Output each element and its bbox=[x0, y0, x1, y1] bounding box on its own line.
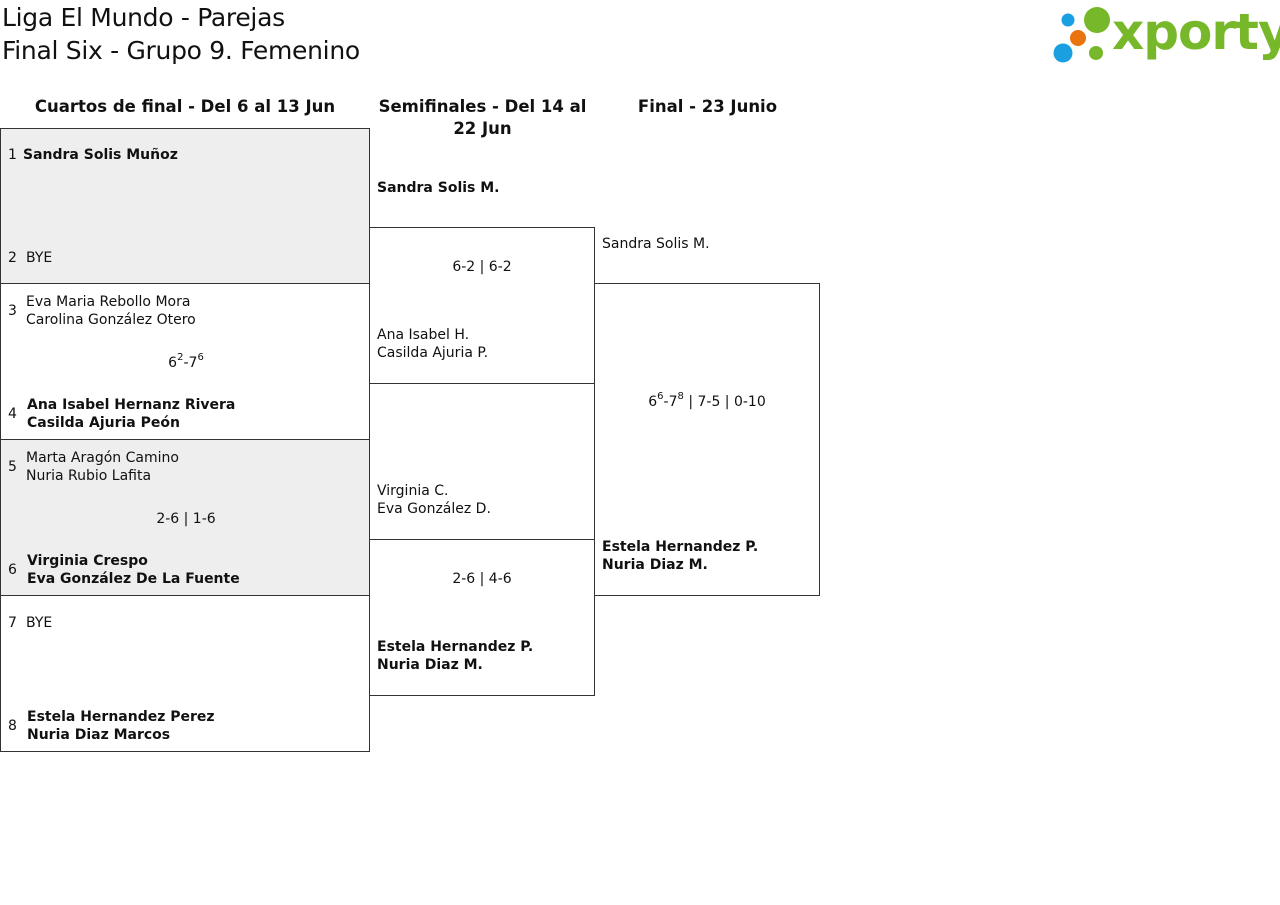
seed-number: 5 bbox=[8, 459, 17, 475]
quarterfinal-match-3: 5 Marta Aragón Camino Nuria Rubio Lafita… bbox=[0, 439, 370, 596]
final-match: 66-78 | 7-5 | 0-10 Estela Hernandez P. N… bbox=[594, 283, 820, 596]
round-heading-quarterfinals: Cuartos de final - Del 6 al 13 Jun bbox=[34, 97, 336, 116]
player-name[interactable]: Ana Isabel Hernanz Rivera bbox=[27, 397, 236, 413]
match-score: 2-6 | 1-6 bbox=[156, 511, 216, 527]
player-name[interactable]: Sandra Solis M. bbox=[377, 180, 500, 196]
player-name[interactable]: Nuria Diaz M. bbox=[602, 557, 708, 573]
player-name[interactable]: Carolina González Otero bbox=[26, 312, 196, 328]
player-name[interactable]: Nuria Diaz M. bbox=[377, 657, 483, 673]
quarterfinal-match-2: 3 Eva Maria Rebollo Mora Carolina Gonzál… bbox=[0, 283, 370, 440]
seed-number: 3 bbox=[8, 303, 17, 319]
semifinal-match-2: 2-6 | 4-6 Estela Hernandez P. Nuria Diaz… bbox=[369, 539, 595, 696]
player-name[interactable]: Estela Hernandez P. bbox=[602, 539, 759, 555]
semifinal-match-1: 6-2 | 6-2 Ana Isabel H. Casilda Ajuria P… bbox=[369, 227, 595, 384]
quarterfinal-match-4: 7 BYE 8 Estela Hernandez Perez Nuria Dia… bbox=[0, 595, 370, 752]
player-name[interactable]: Nuria Rubio Lafita bbox=[26, 468, 152, 484]
seed-number: 2 bbox=[8, 250, 17, 266]
player-name[interactable]: Sandra Solis Muñoz bbox=[23, 147, 178, 163]
logo-wordmark: xporty bbox=[1112, 3, 1280, 61]
player-name[interactable]: Casilda Ajuria Peón bbox=[27, 415, 180, 431]
round-heading-semifinals: Semifinales - Del 14 al 22 Jun bbox=[378, 97, 587, 138]
page-title-line1: Liga El Mundo - Parejas bbox=[2, 3, 285, 32]
seed-number: 1 bbox=[8, 147, 17, 163]
player-name[interactable]: Estela Hernandez Perez bbox=[27, 709, 215, 725]
player-name[interactable]: Eva Maria Rebollo Mora bbox=[26, 294, 191, 310]
match-score: 66-78 | 7-5 | 0-10 bbox=[648, 391, 766, 410]
player-name[interactable]: Eva González D. bbox=[377, 501, 491, 517]
player-name[interactable]: Sandra Solis M. bbox=[602, 236, 710, 252]
player-name[interactable]: Estela Hernandez P. bbox=[377, 639, 534, 655]
quarterfinal-match-1: 1 Sandra Solis Muñoz 2 BYE bbox=[0, 128, 370, 284]
player-name: BYE bbox=[26, 615, 53, 631]
player-name[interactable]: Virginia Crespo bbox=[27, 553, 148, 569]
seed-number: 4 bbox=[8, 406, 17, 422]
player-name[interactable]: Ana Isabel H. bbox=[377, 327, 470, 343]
player-name[interactable]: Marta Aragón Camino bbox=[26, 450, 179, 466]
player-name[interactable]: Casilda Ajuria P. bbox=[377, 345, 489, 361]
logo-dots-icon bbox=[1053, 7, 1110, 63]
page-title-line2: Final Six - Grupo 9. Femenino bbox=[2, 36, 360, 65]
match-score: 6-2 | 6-2 bbox=[452, 259, 512, 275]
round-heading-final: Final - 23 Junio bbox=[637, 97, 778, 116]
xporty-logo: xporty bbox=[1050, 3, 1280, 66]
seed-number: 7 bbox=[8, 615, 17, 631]
match-score: 2-6 | 4-6 bbox=[452, 571, 512, 587]
player-name[interactable]: Eva González De La Fuente bbox=[27, 571, 240, 587]
player-name[interactable]: Virginia C. bbox=[377, 483, 449, 499]
player-name[interactable]: Nuria Diaz Marcos bbox=[27, 727, 171, 743]
player-name: BYE bbox=[26, 250, 53, 266]
match-score: 62-76 bbox=[168, 352, 204, 371]
seed-number: 8 bbox=[8, 718, 17, 734]
seed-number: 6 bbox=[8, 562, 17, 578]
